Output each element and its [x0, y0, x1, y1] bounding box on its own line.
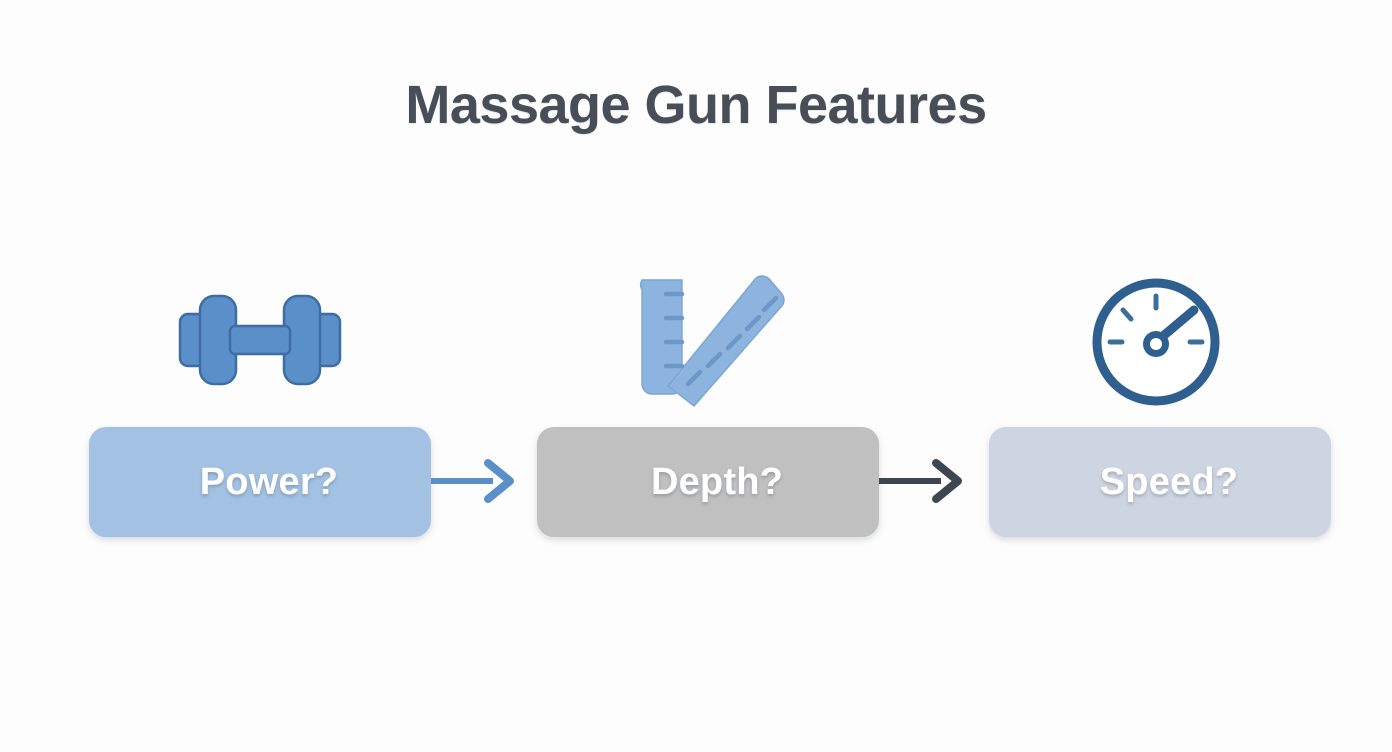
flow-node-power-label: Power?: [199, 460, 339, 503]
arrow-power-to-depth: [431, 455, 521, 507]
flow-node-depth-label: Depth?: [650, 460, 784, 503]
flow-node-power[interactable]: Power?: [89, 427, 431, 537]
ruler-icon: [626, 268, 794, 410]
flow-node-speed[interactable]: Speed?: [989, 427, 1331, 537]
speedometer-icon: [1086, 272, 1226, 412]
arrow-depth-to-speed: [879, 455, 969, 507]
flow-node-depth[interactable]: Depth?: [537, 427, 879, 537]
flow-node-speed-label: Speed?: [1099, 460, 1239, 503]
page-title: Massage Gun Features: [405, 75, 987, 135]
dumbbell-icon: [178, 288, 342, 392]
